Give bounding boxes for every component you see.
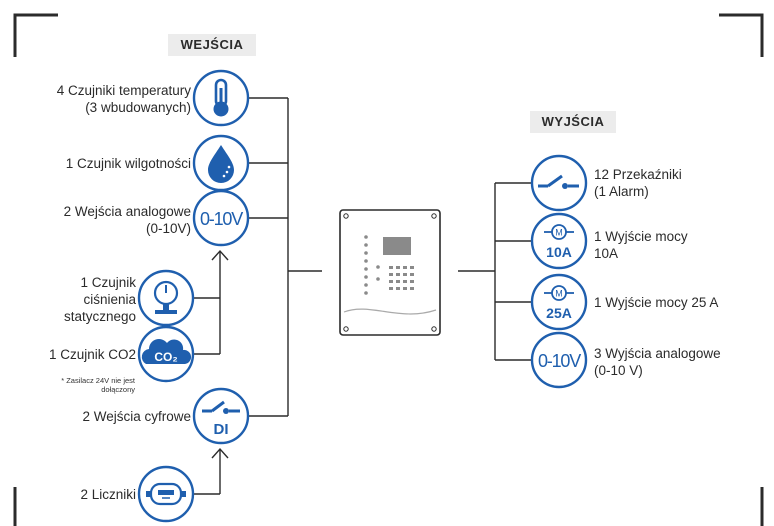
input-label-pressure-line2: ciśnienia [83, 292, 136, 307]
output-label-relays-line1: 12 Przekaźniki [594, 167, 682, 182]
digital-input-icon-text: DI [214, 421, 229, 438]
output-label-analog: 3 Wyjścia analogowe (0-10 V) [594, 345, 721, 379]
input-label-co2: 1 Czujnik CO2 [49, 346, 136, 363]
input-label-pressure-line1: 1 Czujnik [80, 275, 136, 290]
relay-switch-icon [530, 154, 588, 212]
analog-feed-arrow [211, 249, 229, 261]
frame-corner-top-left [13, 13, 58, 57]
humidity-drop-icon [192, 134, 250, 192]
input-label-analog-line2: (0-10V) [145, 221, 191, 236]
input-label-humidity: 1 Czujnik wilgotności [66, 155, 191, 172]
input-label-temperature-line1: 4 Czujniki temperatury [56, 83, 191, 98]
input-label-temperature-line2: (3 wbudowanych) [85, 100, 191, 115]
analog-0-10v-icon: 0-10V [192, 189, 250, 247]
pressure-gauge-icon [137, 269, 195, 327]
co2-cloud-icon: CO₂ [137, 325, 195, 383]
outputs-heading: WYJŚCIA [530, 111, 616, 133]
output-label-analog-line1: 3 Wyjścia analogowe [594, 346, 721, 361]
analog-0-10v-output-icon: 0-10V [530, 331, 588, 389]
controller-keypad [389, 266, 414, 290]
motor-10a-icon-text: 10A [546, 244, 572, 260]
controller-leds [364, 235, 380, 295]
controller-screw-br [431, 326, 437, 332]
input-label-analog-line1: 2 Wejścia analogowe [63, 204, 191, 219]
input-label-digital-line1: 2 Wejścia cyfrowe [82, 409, 191, 424]
analog-output-icon-text: 0-10V [538, 351, 581, 371]
output-label-power-10a-line2: 10A [594, 246, 619, 261]
controller-display [383, 237, 411, 255]
meter-counter-icon [137, 465, 195, 523]
input-label-counters-line1: 2 Liczniki [80, 487, 136, 502]
output-label-analog-line2: (0-10 V) [594, 363, 643, 378]
output-label-power-10a-line1: 1 Wyjście mocy [594, 229, 688, 244]
co2-icon-text: CO₂ [154, 350, 177, 364]
input-label-analog: 2 Wejścia analogowe (0-10V) [64, 203, 191, 237]
connection-lines [194, 97, 532, 495]
frame-corner-top-right [719, 13, 764, 57]
co2-power-note-line2: dołączony [101, 385, 135, 394]
output-label-relays-line2: (1 Alarm) [594, 184, 649, 199]
digital-input-switch-icon: DI [192, 387, 250, 445]
controller-screw-tl [343, 213, 349, 219]
controller-device [339, 209, 441, 336]
output-label-relays: 12 Przekaźniki (1 Alarm) [594, 166, 682, 200]
controller-body [339, 209, 441, 336]
input-label-pressure: 1 Czujnik ciśnienia statycznego [64, 274, 136, 325]
controller-screw-bl [343, 326, 349, 332]
motor-10a-symbol: M [555, 228, 563, 238]
controller-wave [343, 308, 437, 315]
thermometer-icon [192, 69, 250, 127]
motor-25a-icon-text: 25A [546, 305, 572, 321]
output-label-power-10a: 1 Wyjście mocy 10A [594, 228, 688, 262]
input-label-co2-line1: 1 Czujnik CO2 [48, 347, 136, 362]
motor-25a-icon: M 25A [530, 273, 588, 331]
controller-screw-tr [431, 213, 437, 219]
input-label-pressure-line3: statycznego [63, 309, 136, 324]
analog-input-icon-text: 0-10V [200, 209, 243, 229]
digital-feed-arrow [211, 447, 229, 459]
input-label-temperature: 4 Czujniki temperatury (3 wbudowanych) [57, 82, 191, 116]
co2-power-note: * Zasilacz 24V nie jest dołączony [61, 376, 135, 394]
co2-power-note-line1: * Zasilacz 24V nie jest [61, 376, 135, 385]
inputs-heading: WEJŚCIA [168, 34, 256, 56]
frame-corners [13, 13, 764, 526]
output-label-power-25a: 1 Wyjście mocy 25 A [594, 294, 718, 311]
output-label-power-25a-line1: 1 Wyjście mocy 25 A [594, 295, 719, 310]
input-label-digital: 2 Wejścia cyfrowe [82, 408, 191, 425]
motor-10a-icon: M 10A [530, 212, 588, 270]
input-label-humidity-line1: 1 Czujnik wilgotności [65, 156, 191, 171]
input-label-counters: 2 Liczniki [80, 486, 136, 503]
motor-25a-symbol: M [555, 289, 563, 299]
